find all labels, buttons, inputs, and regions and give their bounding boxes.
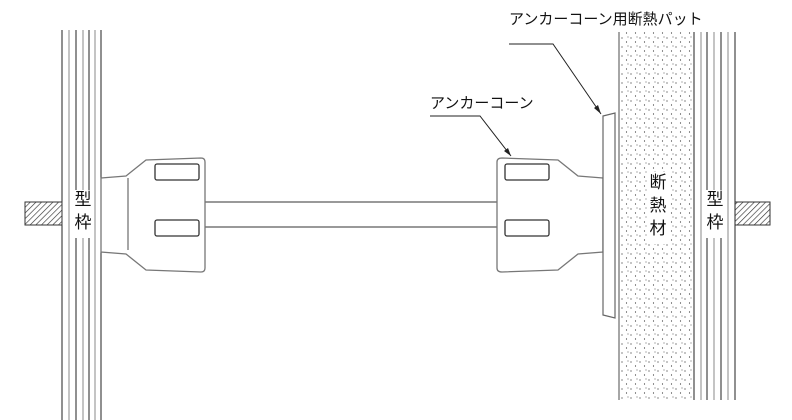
formwork-left-label-2: 枠 (75, 213, 92, 233)
formwork-right-label-2: 枠 (707, 213, 724, 233)
insulation-label-1: 断 (650, 173, 667, 193)
formwork-left-label-1: 型 (75, 190, 92, 210)
separator-left (24, 201, 63, 226)
separator-rod (204, 201, 499, 228)
anchor-cone-right (496, 157, 604, 273)
formwork-right (693, 32, 736, 400)
separator-right (734, 201, 771, 226)
cone-leader-line (430, 115, 512, 157)
formwork-right-label-1: 型 (707, 190, 724, 210)
pad-leader-line (509, 43, 602, 115)
insulation-label-2: 熱 (650, 196, 667, 216)
anchor-cone-left (100, 157, 206, 273)
insulation-pad (602, 112, 616, 319)
insulation-label-3: 材 (650, 219, 667, 239)
cone-label: アンカーコーン (430, 94, 534, 112)
pad-label: アンカーコーン用断熱パット (509, 10, 703, 28)
